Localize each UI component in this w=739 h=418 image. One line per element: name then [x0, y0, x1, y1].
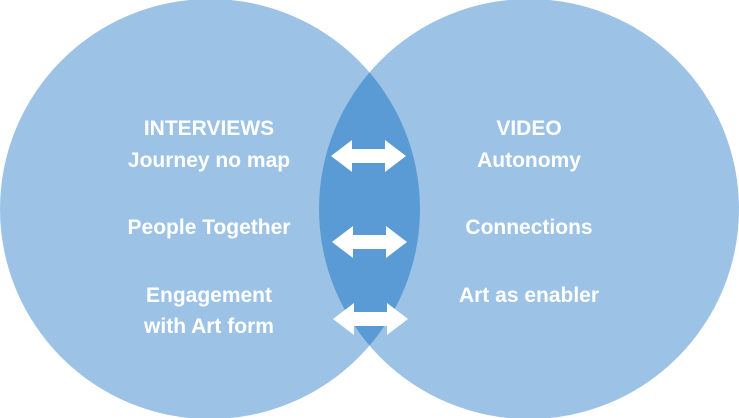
right-item-connections: Connections	[465, 216, 592, 239]
double-arrow-icon	[332, 226, 407, 258]
left-item-artform: with Art form	[143, 315, 274, 338]
right-item-autonomy: Autonomy	[477, 149, 581, 172]
double-arrow-icon	[331, 140, 406, 172]
right-item-art-enabler: Art as enabler	[459, 284, 599, 307]
left-circle-title: INTERVIEWS	[144, 117, 274, 140]
left-item-engagement: Engagement	[146, 284, 272, 307]
right-circle-title: VIDEO	[496, 117, 561, 140]
left-item-journey: Journey no map	[128, 149, 290, 172]
left-circle	[0, 0, 420, 418]
left-item-people: People Together	[128, 216, 291, 239]
right-circle	[319, 0, 739, 418]
double-arrow-icon	[333, 303, 408, 335]
